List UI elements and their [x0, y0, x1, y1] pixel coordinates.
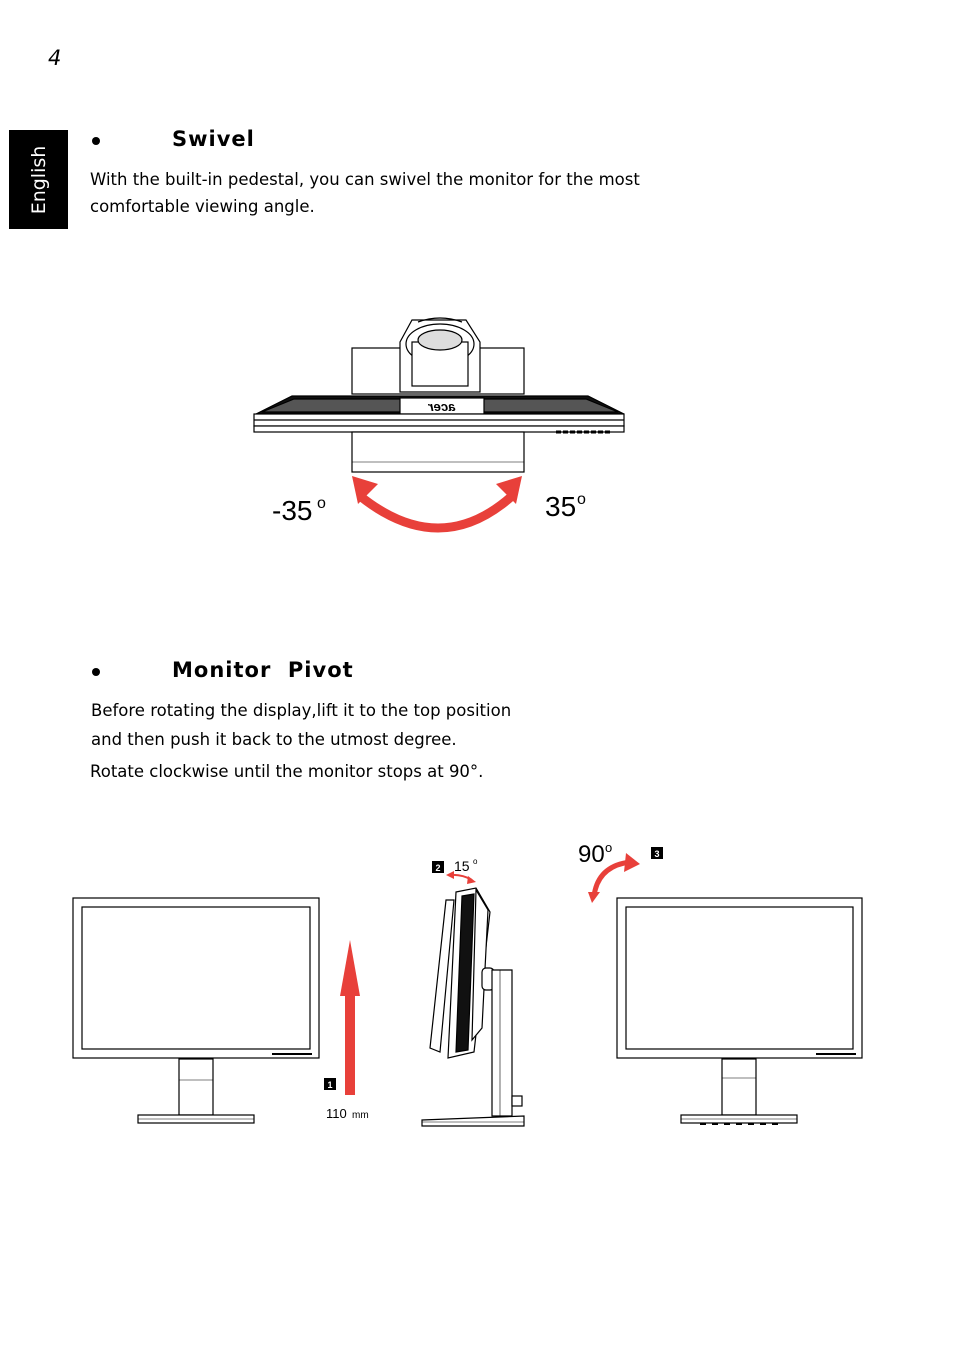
pivot-step3-monitor [616, 897, 863, 1125]
degree-symbol: o [577, 491, 586, 508]
degree-symbol: o [473, 857, 478, 866]
pivot-step1-monitor [72, 897, 320, 1124]
step2-label: 2 [435, 863, 440, 873]
swivel-left-angle: -35 [272, 495, 312, 526]
lift-arrow-icon [340, 940, 360, 1095]
swivel-right-angle: 35 [545, 491, 576, 522]
step-badge [651, 847, 663, 859]
bullet-icon [92, 668, 100, 676]
tilt-angle: 15 [454, 858, 470, 874]
step-badge [324, 1078, 336, 1090]
pivot-step2-monitor-side [421, 887, 525, 1127]
pivot-heading: Monitor Pivot [172, 658, 354, 682]
page-number: 4 [48, 46, 62, 70]
bullet-icon [92, 137, 100, 145]
rotate-arrow-icon [588, 853, 640, 903]
swivel-monitor-illustration: acer [253, 317, 625, 473]
swivel-heading: Swivel [172, 127, 255, 151]
degree-symbol: o [605, 840, 612, 855]
rotate-angle: 90 [578, 841, 605, 868]
pivot-text-line3: Rotate clockwise until the monitor stops… [90, 762, 484, 781]
degree-symbol: o [317, 495, 326, 512]
swivel-arrow-icon [352, 476, 522, 533]
pivot-text-line1: Before rotating the display,lift it to t… [91, 701, 512, 720]
language-tab: English [9, 130, 68, 229]
lift-value: 110 [326, 1106, 347, 1121]
tilt-arrow-icon [446, 871, 476, 884]
step3-label: 3 [654, 849, 659, 859]
step1-label: 1 [327, 1080, 332, 1090]
step-badge [432, 861, 444, 873]
svg-text:acer: acer [428, 399, 456, 414]
swivel-description: With the built-in pedestal, you can swiv… [90, 170, 640, 216]
pivot-text-line2: and then push it back to the utmost degr… [91, 730, 457, 749]
lift-unit: mm [352, 1110, 369, 1121]
